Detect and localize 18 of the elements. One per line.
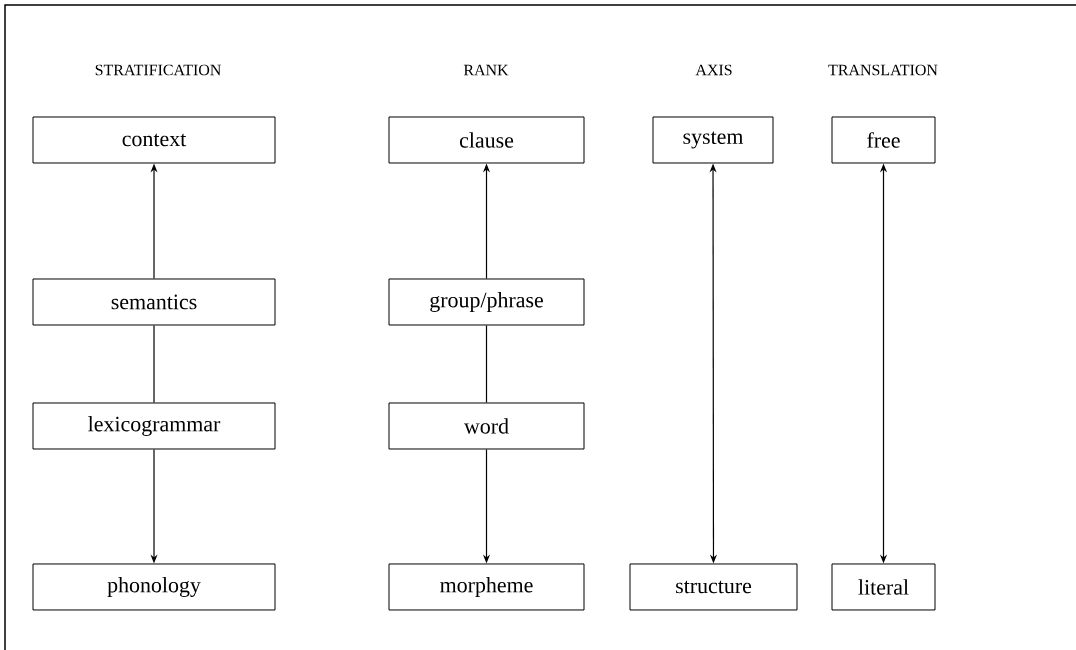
term-box: clause — [388, 116, 585, 164]
connector-line — [485, 324, 488, 404]
term-box: context — [32, 116, 276, 164]
column-heading: TRANSLATION — [828, 64, 938, 76]
column-heading: AXIS — [695, 64, 732, 76]
term-box: literal — [831, 563, 936, 611]
term-box: system — [652, 116, 774, 164]
term-box: lexicogrammar — [32, 402, 276, 450]
connector-line — [153, 324, 155, 404]
term-box: semantics — [32, 278, 276, 326]
term-box: word — [388, 402, 585, 450]
term-box: morpheme — [388, 563, 585, 611]
term-box: group/phrase — [388, 278, 585, 326]
column-heading: RANK — [463, 64, 509, 76]
term-box: phonology — [32, 563, 276, 611]
term-box: structure — [629, 563, 798, 611]
term-box: free — [831, 116, 936, 164]
column-heading: STRATIFICATION — [95, 64, 221, 76]
